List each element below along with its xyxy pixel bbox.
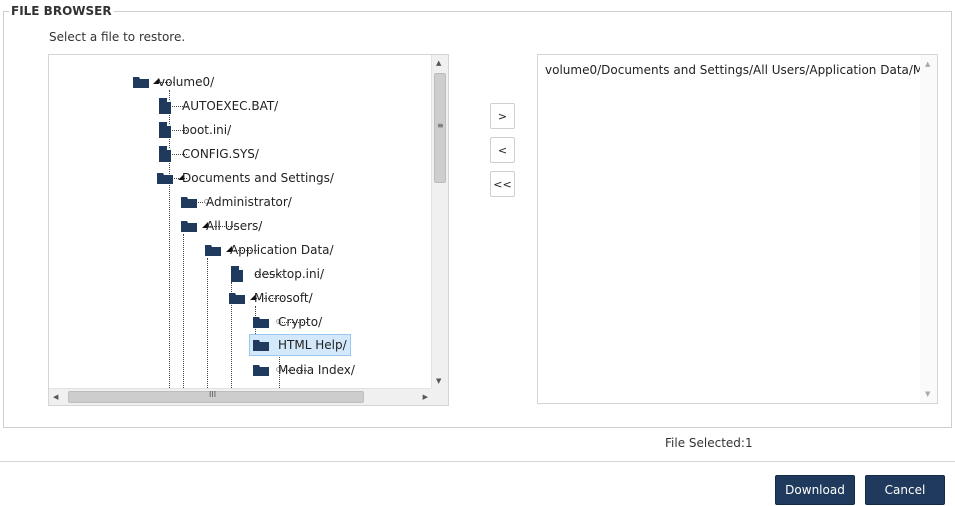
file-tree: ◢ ◢ ◢ ◢ ◢ volume0/ AUTOEXEC.BAT/ boot.in…	[49, 55, 432, 389]
tree-node-label: Documents and Settings/	[182, 171, 334, 185]
footer-divider	[0, 461, 955, 462]
folder-icon	[133, 77, 149, 88]
tree-node-label: desktop.ini/	[254, 267, 324, 281]
cancel-button[interactable]: Cancel	[865, 475, 945, 505]
tree-node-label: volume0/	[158, 75, 215, 89]
tree-node-label: Microsoft/	[254, 291, 313, 305]
collapse-arrow-icon[interactable]: ◢	[250, 292, 257, 301]
instruction-text: Select a file to restore.	[49, 30, 186, 44]
tree-node[interactable]: Administrator/	[181, 191, 295, 213]
grip-icon: ≡	[437, 121, 444, 130]
remove-all-button[interactable]: <<	[490, 171, 515, 197]
scroll-up-icon[interactable]: ▲	[436, 59, 442, 67]
file-icon	[159, 122, 171, 138]
tree-node[interactable]: boot.ini/	[157, 119, 234, 141]
tree-vertical-scrollbar[interactable]: ▲ ≡ ▼	[431, 55, 448, 389]
tree-node[interactable]: Crypto/	[253, 311, 325, 333]
scroll-up-icon[interactable]: ▲	[925, 60, 931, 68]
tree-node[interactable]: Documents and Settings/	[157, 167, 337, 189]
collapse-arrow-icon[interactable]: ◢	[178, 172, 185, 181]
folder-icon	[205, 245, 221, 256]
tree-node-label: CONFIG.SYS/	[182, 147, 259, 161]
tree-node[interactable]: desktop.ini/	[229, 263, 327, 285]
file-browser-legend: FILE BROWSER	[9, 4, 114, 18]
scrollbar-corner	[431, 388, 448, 405]
tree-node[interactable]: Media Index/	[253, 359, 358, 381]
add-selected-button[interactable]: >	[490, 103, 515, 129]
tree-node-selected[interactable]: HTML Help/	[249, 334, 351, 356]
scroll-right-icon[interactable]: ▶	[422, 393, 428, 401]
tree-node-label: Administrator/	[206, 195, 292, 209]
selected-file-path[interactable]: volume0/Documents and Settings/All Users…	[545, 63, 920, 77]
selected-files-list[interactable]: volume0/Documents and Settings/All Users…	[537, 54, 938, 404]
file-selected-count: File Selected:1	[665, 436, 753, 450]
file-icon	[159, 98, 171, 114]
tree-node-label: boot.ini/	[182, 123, 232, 137]
list-vertical-scrollbar[interactable]: ▲ ▼	[920, 55, 937, 403]
file-browser-fieldset	[3, 11, 952, 428]
collapse-arrow-icon[interactable]: ◢	[226, 244, 233, 253]
scroll-thumb[interactable]: III	[68, 390, 364, 403]
tree-node-label: All Users/	[206, 219, 263, 233]
folder-icon	[181, 197, 197, 208]
tree-node[interactable]: Application Data/	[205, 239, 337, 261]
grip-icon: III	[209, 390, 217, 399]
tree-node[interactable]: CONFIG.SYS/	[157, 143, 262, 165]
tree-node-label: Crypto/	[278, 315, 323, 329]
folder-icon	[229, 293, 245, 304]
tree-horizontal-scrollbar[interactable]: ◀ III ▶	[49, 388, 432, 405]
remove-selected-button[interactable]: <	[490, 137, 515, 163]
folder-icon	[157, 173, 173, 184]
scroll-thumb[interactable]: ≡	[434, 73, 446, 183]
tree-node-label: Media Index/	[278, 363, 355, 377]
folder-icon	[253, 365, 269, 376]
file-tree-panel: ◢ ◢ ◢ ◢ ◢ volume0/ AUTOEXEC.BAT/ boot.in…	[48, 54, 449, 406]
file-icon	[231, 266, 243, 282]
collapse-arrow-icon[interactable]: ◢	[202, 220, 209, 229]
tree-node-label: Application Data/	[230, 243, 334, 257]
tree-node[interactable]: All Users/	[181, 215, 265, 237]
tree-node[interactable]: AUTOEXEC.BAT/	[157, 95, 281, 117]
download-button[interactable]: Download	[775, 475, 855, 505]
scroll-down-icon[interactable]: ▼	[925, 390, 931, 398]
tree-node[interactable]: volume0/	[133, 71, 217, 93]
scroll-down-icon[interactable]: ▼	[436, 377, 442, 385]
folder-icon	[253, 340, 269, 351]
folder-icon	[253, 317, 269, 328]
scroll-left-icon[interactable]: ◀	[53, 393, 59, 401]
tree-node-label: AUTOEXEC.BAT/	[182, 99, 279, 113]
collapse-arrow-icon[interactable]: ◢	[153, 76, 160, 85]
tree-node-label: HTML Help/	[278, 338, 347, 352]
folder-icon	[181, 221, 197, 232]
file-icon	[159, 146, 171, 162]
tree-node[interactable]: Microsoft/	[229, 287, 316, 309]
